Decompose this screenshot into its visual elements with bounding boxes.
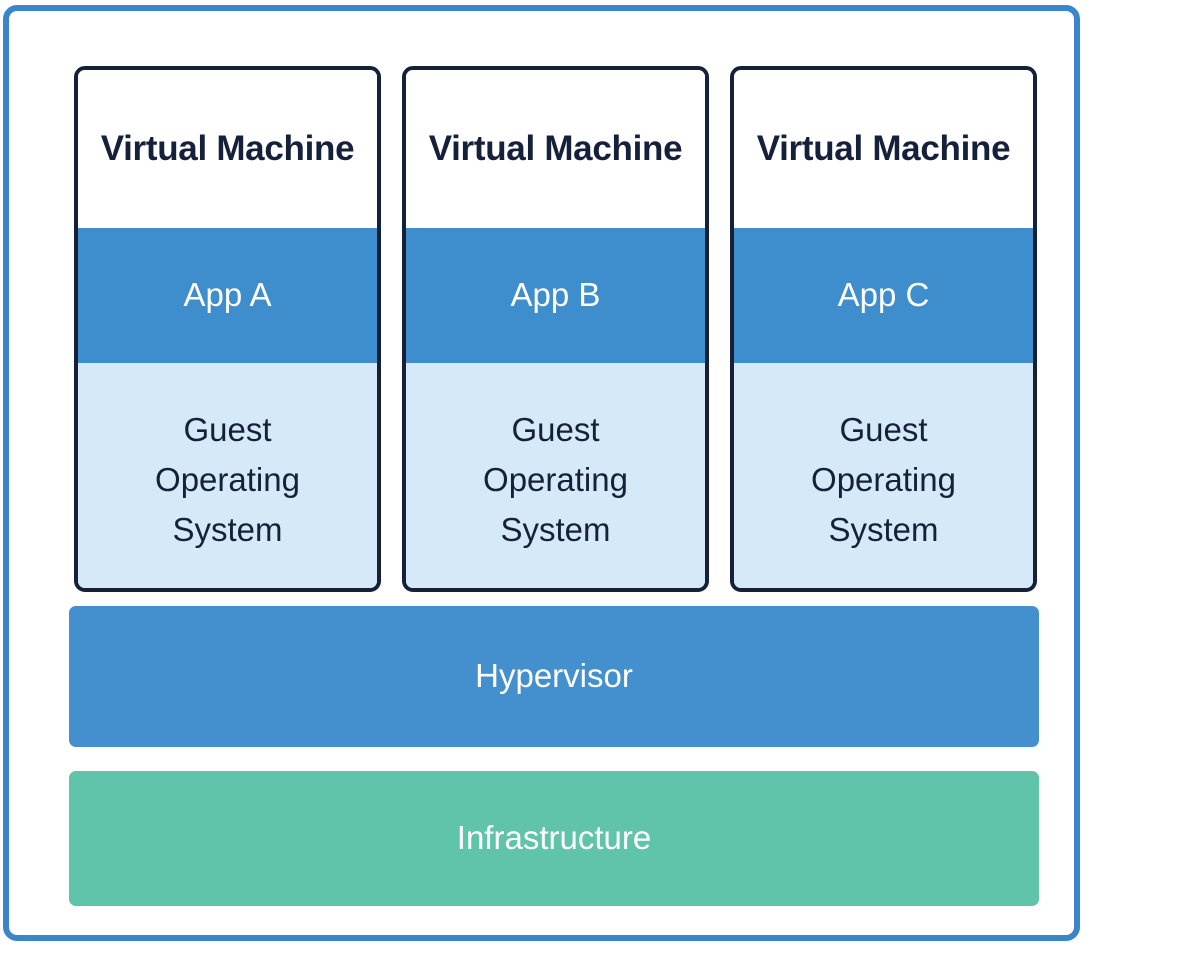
vm-app-zone-3: App C (734, 228, 1033, 363)
vm-guest-os-label-3: Guest Operating System (811, 411, 956, 549)
vm-app-label-2: App B (510, 276, 601, 314)
virtual-machines-row: Virtual Machine App A Guest Operating Sy… (74, 66, 1037, 592)
vm-card-3[interactable]: Virtual Machine App C Guest Operating Sy… (730, 66, 1037, 592)
vm-guest-os-label-1: Guest Operating System (155, 411, 300, 549)
infrastructure-layer[interactable]: Infrastructure (69, 771, 1039, 906)
vm-guest-os-zone-3: Guest Operating System (734, 363, 1033, 588)
vm-card-1[interactable]: Virtual Machine App A Guest Operating Sy… (74, 66, 381, 592)
vm-title-3: Virtual Machine (756, 128, 1011, 168)
vm-guest-os-zone-1: Guest Operating System (78, 363, 377, 588)
hypervisor-layer[interactable]: Hypervisor (69, 606, 1039, 747)
vm-title-zone-3: Virtual Machine (734, 70, 1033, 228)
vm-app-zone-2: App B (406, 228, 705, 363)
vm-title-1: Virtual Machine (100, 128, 355, 168)
diagram-outer-frame: Virtual Machine App A Guest Operating Sy… (3, 5, 1080, 941)
infrastructure-label: Infrastructure (456, 819, 652, 857)
vm-title-zone-2: Virtual Machine (406, 70, 705, 228)
vm-app-label-1: App A (183, 276, 272, 314)
vm-card-2[interactable]: Virtual Machine App B Guest Operating Sy… (402, 66, 709, 592)
vm-title-zone-1: Virtual Machine (78, 70, 377, 228)
vm-title-2: Virtual Machine (428, 128, 683, 168)
vm-app-label-3: App C (837, 276, 930, 314)
vm-guest-os-zone-2: Guest Operating System (406, 363, 705, 588)
vm-app-zone-1: App A (78, 228, 377, 363)
hypervisor-label: Hypervisor (475, 657, 633, 695)
vm-guest-os-label-2: Guest Operating System (483, 411, 628, 549)
